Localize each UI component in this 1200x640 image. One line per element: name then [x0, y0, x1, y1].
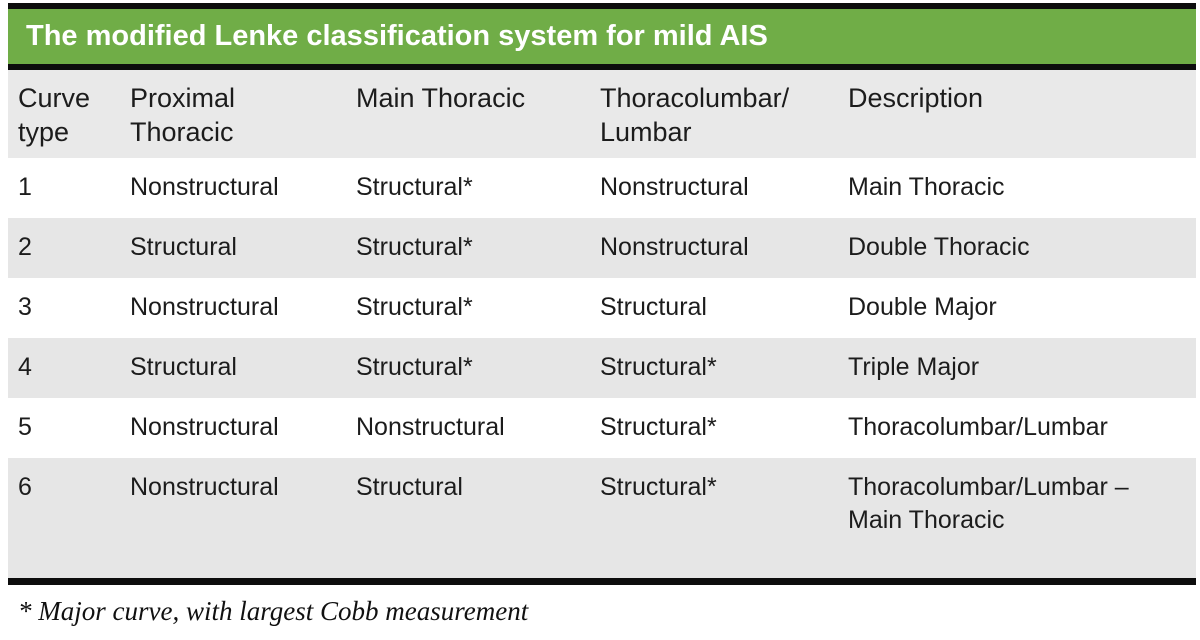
- table-footnote: * Major curve, with largest Cobb measure…: [18, 596, 529, 626]
- cell-proximal-thoracic: Nonstructural: [130, 293, 279, 321]
- cell-thoracolumbar-lumbar: Structural*: [600, 413, 717, 441]
- cell-proximal-thoracic: Nonstructural: [130, 173, 279, 201]
- table-row: 5 Nonstructural Nonstructural Structural…: [8, 398, 1196, 458]
- cell-main-thoracic: Structural*: [356, 293, 473, 321]
- header-cell-proximal-thoracic: Proximal Thoracic: [120, 81, 346, 158]
- table-title-bar: The modified Lenke classification system…: [8, 9, 1196, 64]
- table-header-row: Curve type Proximal Thoracic Main Thorac…: [8, 70, 1196, 158]
- header-cell-main-thoracic: Main Thoracic: [346, 81, 590, 158]
- table-row: 4 Structural Structural* Structural* Tri…: [8, 338, 1196, 398]
- cell-thoracolumbar-lumbar: Nonstructural: [600, 233, 749, 261]
- header-label-line: Lumbar: [600, 117, 692, 147]
- cell-description: Thoracolumbar/Lumbar – Main Thoracic: [848, 473, 1129, 534]
- table-title: The modified Lenke classification system…: [26, 20, 768, 52]
- table-row: 6 Nonstructural Structural Structural* T…: [8, 458, 1196, 578]
- cell-thoracolumbar-lumbar: Structural*: [600, 353, 717, 381]
- header-label-line: type: [18, 117, 70, 147]
- classification-table: The modified Lenke classification system…: [8, 3, 1196, 585]
- cell-proximal-thoracic: Structural: [130, 233, 237, 261]
- cell-curve-type: 6: [18, 473, 32, 501]
- cell-curve-type: 4: [18, 353, 32, 381]
- table-row: 1 Nonstructural Structural* Nonstructura…: [8, 158, 1196, 218]
- cell-main-thoracic: Structural*: [356, 173, 473, 201]
- top-border-rule: [8, 3, 1196, 9]
- cell-main-thoracic: Structural: [356, 473, 463, 501]
- table-row: 3 Nonstructural Structural* Structural D…: [8, 278, 1196, 338]
- cell-main-thoracic: Nonstructural: [356, 413, 505, 441]
- cell-curve-type: 5: [18, 413, 32, 441]
- bottom-border-rule: [8, 578, 1196, 585]
- cell-thoracolumbar-lumbar: Nonstructural: [600, 173, 749, 201]
- table-row: 2 Structural Structural* Nonstructural D…: [8, 218, 1196, 278]
- cell-curve-type: 1: [18, 173, 32, 201]
- cell-curve-type: 3: [18, 293, 32, 321]
- cell-proximal-thoracic: Structural: [130, 353, 237, 381]
- header-label-line: Proximal: [130, 83, 236, 113]
- header-label-line: Thoracic: [130, 117, 234, 147]
- cell-thoracolumbar-lumbar: Structural*: [600, 473, 717, 501]
- header-cell-thoracolumbar-lumbar: Thoracolumbar/ Lumbar: [590, 81, 838, 158]
- cell-description: Double Major: [848, 293, 997, 321]
- cell-proximal-thoracic: Nonstructural: [130, 413, 279, 441]
- cell-main-thoracic: Structural*: [356, 353, 473, 381]
- title-divider-rule: [8, 64, 1196, 70]
- cell-description: Triple Major: [848, 353, 980, 381]
- cell-main-thoracic: Structural*: [356, 233, 473, 261]
- header-label-line: Curve: [18, 83, 91, 113]
- cell-description: Double Thoracic: [848, 233, 1030, 261]
- cell-curve-type: 2: [18, 233, 32, 261]
- header-cell-description: Description: [838, 81, 1196, 158]
- cell-description: Main Thoracic: [848, 173, 1005, 201]
- header-label-line: Description: [848, 83, 984, 113]
- header-label-line: Main Thoracic: [356, 83, 526, 113]
- cell-description: Thoracolumbar/Lumbar: [848, 413, 1108, 441]
- header-label-line: Thoracolumbar/: [600, 83, 790, 113]
- cell-thoracolumbar-lumbar: Structural: [600, 293, 707, 321]
- header-cell-curve-type: Curve type: [8, 81, 120, 158]
- cell-proximal-thoracic: Nonstructural: [130, 473, 279, 501]
